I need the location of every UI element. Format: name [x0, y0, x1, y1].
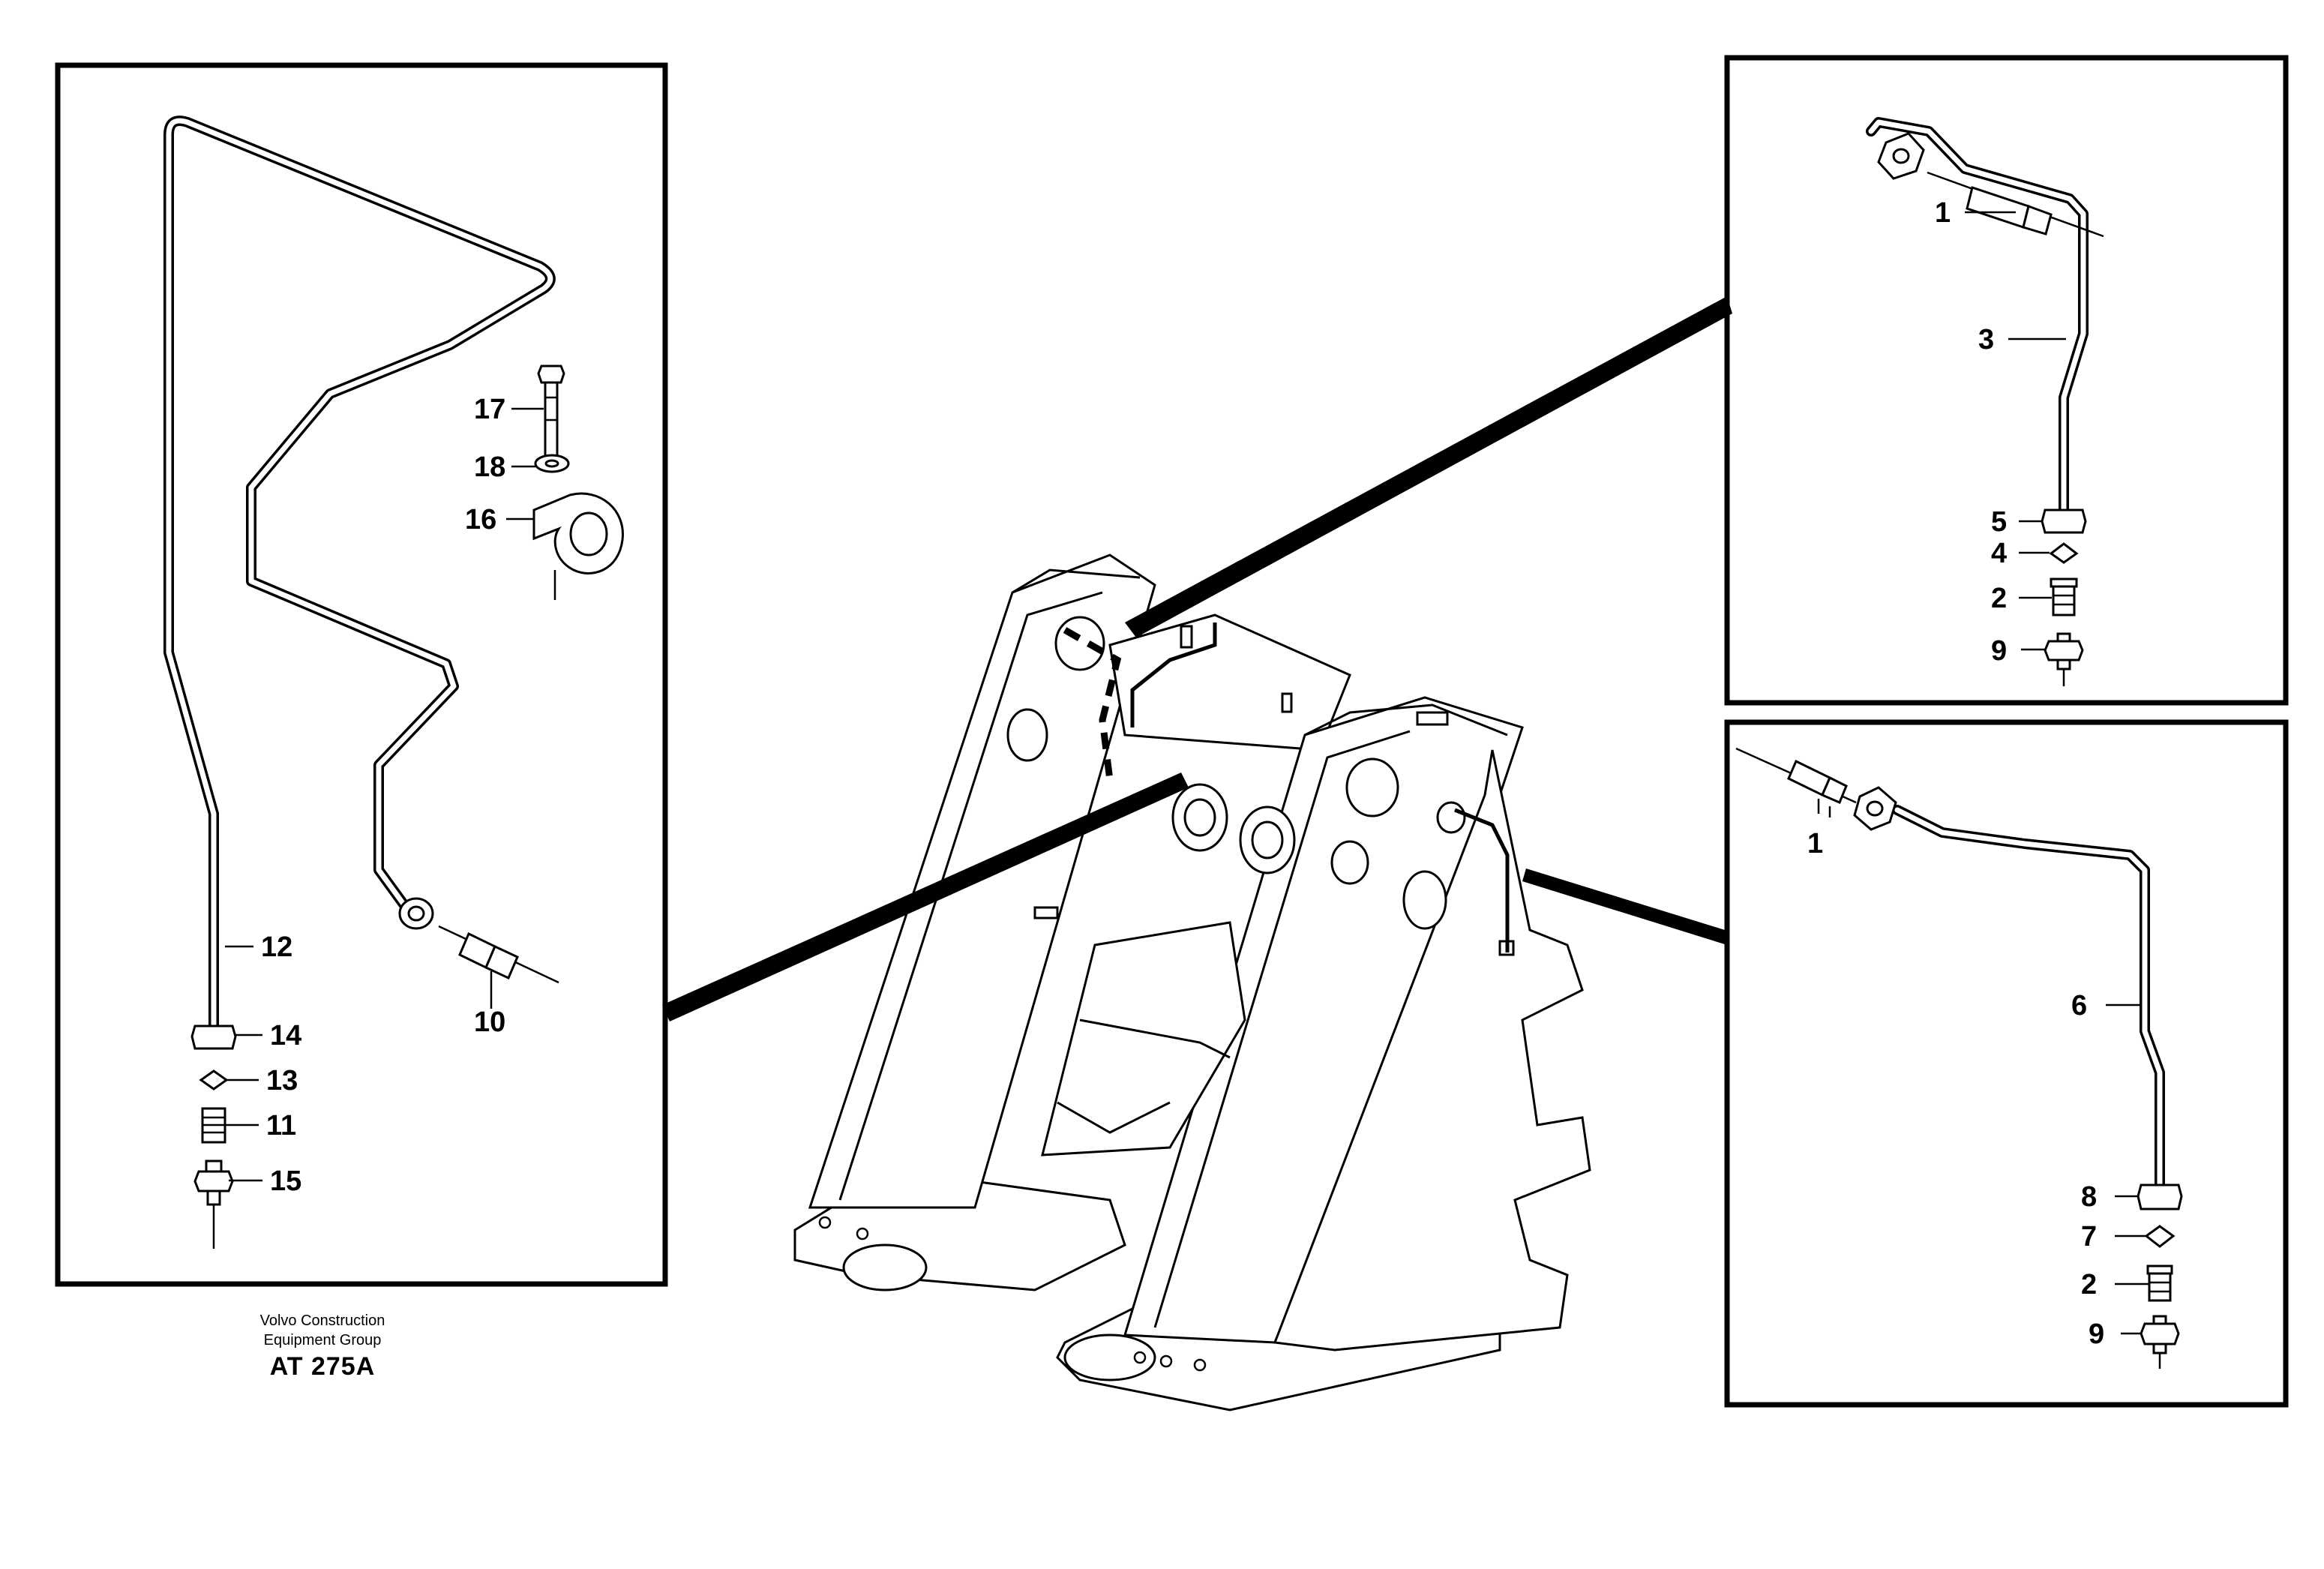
callout-18: 18 [474, 452, 505, 483]
callout-2-bottom: 2 [2081, 1269, 2097, 1300]
callout-17: 17 [474, 394, 505, 425]
pipe-6 [1892, 805, 2165, 1190]
callout-4: 4 [1991, 538, 2007, 569]
nut-8 [2137, 1184, 2183, 1210]
olive-7 [2144, 1225, 2176, 1248]
left-leaders [225, 407, 544, 1182]
callout-1-bottom: 1 [1807, 828, 1823, 860]
credit-line-2: Equipment Group [263, 1332, 382, 1348]
top-right-leaders [1965, 211, 2066, 651]
clamp-16 [532, 492, 624, 600]
fitting-10 [438, 925, 559, 1009]
callout-8: 8 [2081, 1181, 2097, 1213]
nut-top [1877, 132, 1925, 180]
callout-11: 11 [266, 1110, 296, 1142]
nut-10-end [398, 897, 434, 930]
washer-18 [534, 454, 570, 473]
fitting-9-bottom [2140, 1315, 2180, 1369]
callout-1-top: 1 [1935, 197, 1951, 229]
fitting-9-top [2044, 632, 2084, 686]
callout-16: 16 [465, 504, 496, 536]
callout-7: 7 [2081, 1221, 2097, 1252]
callout-9-top: 9 [1991, 635, 2007, 667]
loader-frame-illustration [793, 554, 1591, 1412]
pipe-3 [1866, 117, 2089, 515]
fitting-1-top [1927, 171, 2104, 238]
callout-15: 15 [270, 1166, 301, 1197]
olive-4 [2049, 542, 2079, 564]
olive-13 [199, 1070, 229, 1090]
callout-6: 6 [2071, 990, 2087, 1022]
callout-3: 3 [1978, 324, 1994, 356]
bolt-17 [537, 364, 565, 459]
callout-9-bottom: 9 [2089, 1318, 2104, 1350]
bottom-right-leaders [1828, 806, 2149, 1335]
drawing-code: AT 275A [269, 1352, 376, 1381]
publisher-credit: Volvo Construction Equipment Group AT 27… [172, 1311, 472, 1383]
leader-wedges [662, 296, 1732, 1022]
callout-10: 10 [474, 1006, 505, 1038]
fitting-15 [193, 1160, 234, 1249]
callout-2-top: 2 [1991, 583, 2007, 614]
adapter-2-bottom [2146, 1264, 2173, 1302]
nut-14 [190, 1024, 237, 1050]
nut-6-end [1853, 786, 1897, 831]
callout-14: 14 [270, 1020, 301, 1052]
adapter-11 [201, 1107, 226, 1144]
credit-line-1: Volvo Construction [259, 1312, 385, 1329]
nut-5 [2041, 508, 2087, 534]
callout-5: 5 [1991, 506, 2007, 538]
pipe-12 [163, 116, 556, 1040]
callout-12: 12 [261, 932, 292, 963]
callout-13: 13 [266, 1065, 298, 1096]
adapter-2-top [2050, 578, 2078, 616]
bottom-right-detail-frame [1724, 719, 2289, 1408]
top-right-detail-frame [1724, 55, 2289, 706]
left-detail-frame [55, 62, 668, 1287]
fitting-1-bottom [1735, 747, 1857, 814]
